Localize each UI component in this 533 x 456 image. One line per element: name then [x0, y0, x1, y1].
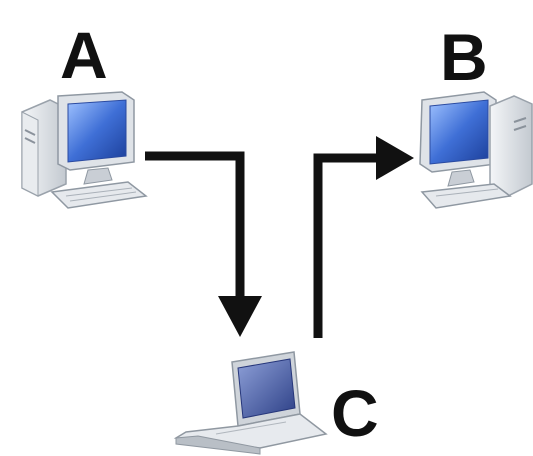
- laptop-c-icon: [173, 351, 328, 455]
- arrow-a-to-c: [145, 151, 262, 337]
- node-label-c: C: [331, 376, 379, 450]
- computer-b-icon: [419, 91, 533, 209]
- node-label-b: B: [440, 20, 488, 94]
- arrow-c-to-b: [313, 136, 414, 338]
- node-label-a: A: [60, 18, 108, 92]
- computer-a-icon: [21, 91, 148, 209]
